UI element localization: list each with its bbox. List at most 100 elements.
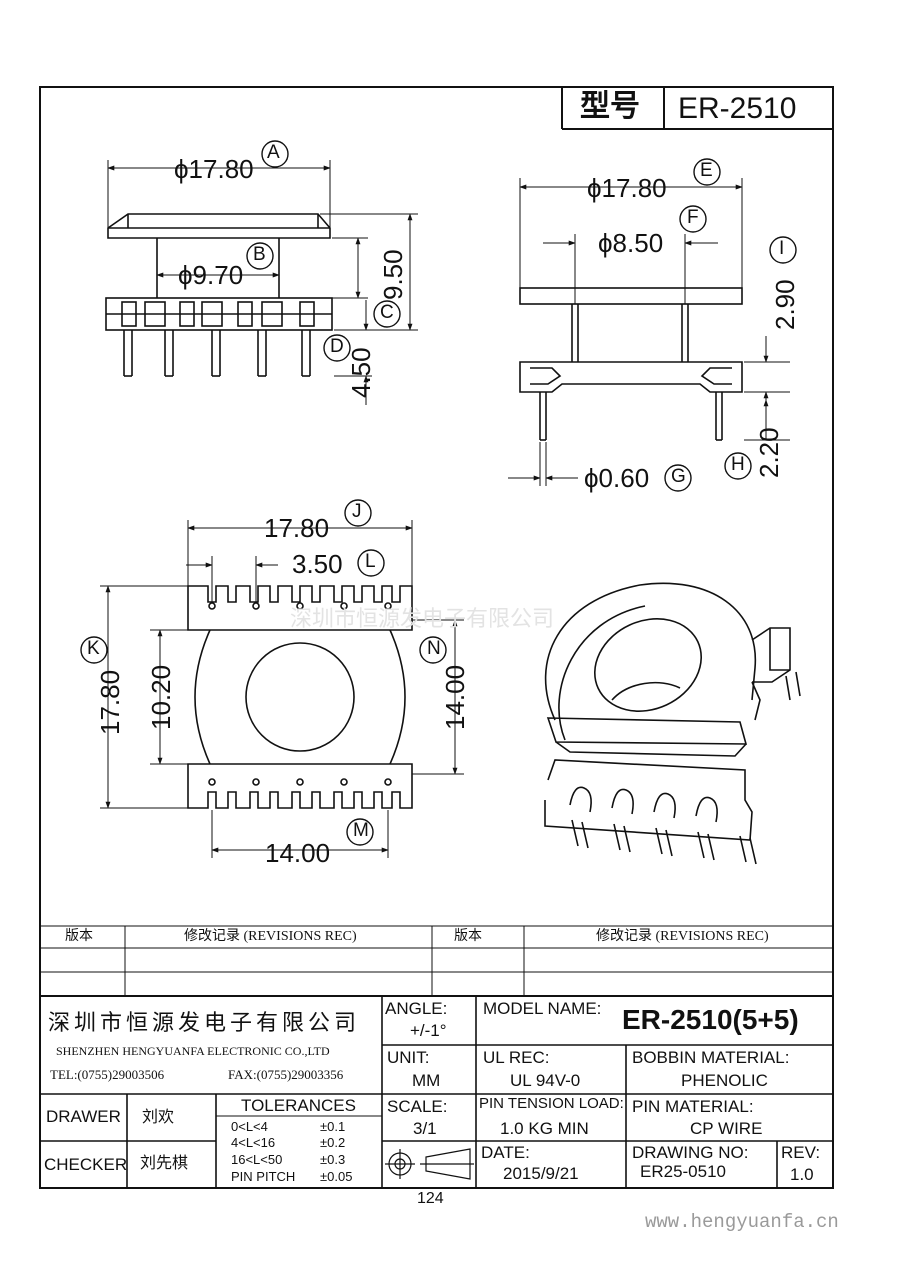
tolerances-label: TOLERANCES (241, 1096, 356, 1115)
tolerance-value: ±0.2 (320, 1135, 346, 1150)
sheet-border (39, 86, 834, 1189)
tolerance-value: ±0.05 (320, 1169, 353, 1184)
rev-value: 1.0 (790, 1165, 814, 1184)
callout-circle-N (419, 636, 447, 664)
title-block-grid (40, 996, 833, 1188)
dim-E-value: ϕ17.80 (587, 173, 667, 203)
rev-col-record-2: 修改记录 (REVISIONS REC) (596, 929, 769, 944)
dim-A-letter: A (267, 142, 280, 163)
dim-D-value: 4.50 (346, 347, 376, 398)
model-header-box (561, 87, 833, 130)
rev-col-version-2: 版本 (454, 929, 482, 944)
side-view (519, 287, 743, 441)
company-fax: FAX:(0755)29003356 (228, 1067, 344, 1082)
dim-B-value: ϕ9.70 (178, 260, 244, 290)
pin-tension-label: PIN TENSION LOAD: (479, 1095, 624, 1112)
company-name-en: SHENZHEN HENGYUANFA ELECTRONIC CO.,LTD (56, 1044, 330, 1058)
dim-L-value: 3.50 (292, 549, 343, 579)
ul-rec-value: UL 94V-0 (510, 1071, 581, 1090)
dim-N-value: 14.00 (440, 664, 470, 730)
page-number: 124 (417, 1190, 444, 1207)
drawing-no-label: DRAWING NO: (632, 1143, 749, 1162)
angle-value: +/-1° (410, 1021, 447, 1040)
top-view (187, 585, 413, 809)
rev-col-version-1: 版本 (65, 929, 93, 944)
dim-center-value: 10.20 (146, 664, 176, 730)
dim-L-letter: L (365, 551, 376, 572)
callout-circle-H (724, 452, 752, 480)
pin-tension-value: 1.0 KG MIN (500, 1119, 589, 1138)
dim-C-value: 9.50 (378, 249, 408, 300)
callout-circle-M (346, 818, 374, 846)
dim-M-value: 14.00 (265, 838, 331, 868)
front-view (105, 213, 333, 377)
drawing-no-value: ER25-0510 (640, 1162, 727, 1181)
model-name-value: ER-2510(5+5) (622, 1004, 799, 1035)
model-value: ER-2510 (678, 92, 797, 125)
projection-symbol (385, 1148, 474, 1180)
dim-B-letter: B (253, 244, 266, 265)
letter-callouts (80, 140, 797, 846)
dim-M-letter: M (353, 820, 369, 841)
dim-D-letter: D (330, 336, 344, 357)
pin-material-value: CP WIRE (690, 1119, 763, 1138)
bobbin-material-label: BOBBIN MATERIAL: (632, 1048, 790, 1067)
rev-label: REV: (781, 1143, 821, 1162)
dim-I-value: 2.90 (770, 279, 800, 330)
dim-I-letter: I (779, 238, 785, 259)
callout-circle-L (357, 549, 385, 577)
tolerance-range: 4<L<16 (231, 1135, 276, 1150)
dim-G-letter: G (671, 466, 686, 487)
dim-F-value: ϕ8.50 (598, 228, 664, 258)
scale-value: 3/1 (413, 1119, 437, 1138)
unit-label: UNIT: (387, 1048, 430, 1067)
dim-H-value: 2.20 (754, 427, 784, 478)
dim-E-letter: E (700, 160, 713, 181)
dim-K-value: 17.80 (95, 669, 125, 735)
tolerance-range: 0<L<4 (231, 1119, 268, 1134)
dim-K-letter: K (87, 638, 100, 659)
dim-J-value: 17.80 (264, 513, 330, 543)
tolerance-value: ±0.3 (320, 1152, 346, 1167)
date-label: DATE: (481, 1143, 530, 1162)
callout-circle-D (323, 334, 351, 362)
model-label: 型号 (580, 90, 640, 123)
top-view-dimensions (100, 520, 464, 858)
callout-circle-C (373, 300, 401, 328)
angle-label: ANGLE: (385, 999, 448, 1018)
footer-watermark: www.hengyuanfa.cn (645, 1211, 839, 1233)
dim-F-letter: F (687, 207, 699, 228)
callout-circle-A (261, 140, 289, 168)
checker-label: CHECKER (44, 1155, 128, 1174)
revisions-grid (40, 925, 833, 997)
pin-material-label: PIN MATERIAL: (632, 1097, 754, 1116)
model-name-label: MODEL NAME: (483, 999, 602, 1018)
date-value: 2015/9/21 (503, 1164, 579, 1183)
unit-value: MM (412, 1071, 441, 1090)
rev-col-record-1: 修改记录 (REVISIONS REC) (184, 929, 357, 944)
dim-J-letter: J (352, 501, 362, 522)
checker-name: 刘先棋 (140, 1155, 189, 1172)
scale-label: SCALE: (387, 1097, 448, 1116)
callout-circle-E (693, 158, 721, 186)
dim-H-letter: H (731, 454, 745, 475)
callout-circle-K (80, 636, 108, 664)
isometric-view (544, 582, 801, 865)
drawer-label: DRAWER (46, 1107, 121, 1126)
company-tel: TEL:(0755)29003506 (50, 1067, 165, 1082)
ul-rec-label: UL REC: (483, 1048, 550, 1067)
company-name-cn: 深圳市恒源发电子有限公司 (48, 1010, 361, 1035)
side-view-dimensions (508, 178, 790, 486)
callout-circle-G (664, 464, 692, 492)
dim-G-value: ϕ0.60 (584, 463, 650, 493)
front-view-dimensions (107, 160, 418, 405)
tolerance-value: ±0.1 (320, 1119, 346, 1134)
dim-N-letter: N (427, 638, 441, 659)
callout-circle-I (769, 236, 797, 264)
tolerance-range: 16<L<50 (231, 1152, 283, 1167)
tolerance-range: PIN PITCH (231, 1169, 296, 1184)
drawer-name: 刘欢 (142, 1109, 175, 1126)
callout-circle-B (246, 242, 274, 270)
callout-circle-J (344, 499, 372, 527)
